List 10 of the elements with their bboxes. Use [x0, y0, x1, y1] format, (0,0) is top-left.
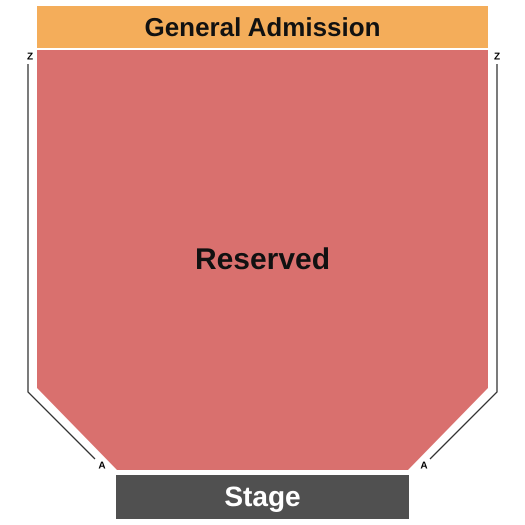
section-label: Stage [224, 481, 301, 513]
section-label: General Admission [144, 12, 380, 42]
seating-section [37, 50, 488, 470]
row-letter: A [420, 460, 428, 472]
row-letter: Z [26, 52, 34, 62]
stage-block [116, 475, 409, 519]
section-band [37, 6, 488, 48]
section-label: Reserved [194, 243, 330, 277]
row-letter: A [98, 460, 106, 472]
row-letter: Z [494, 52, 500, 62]
